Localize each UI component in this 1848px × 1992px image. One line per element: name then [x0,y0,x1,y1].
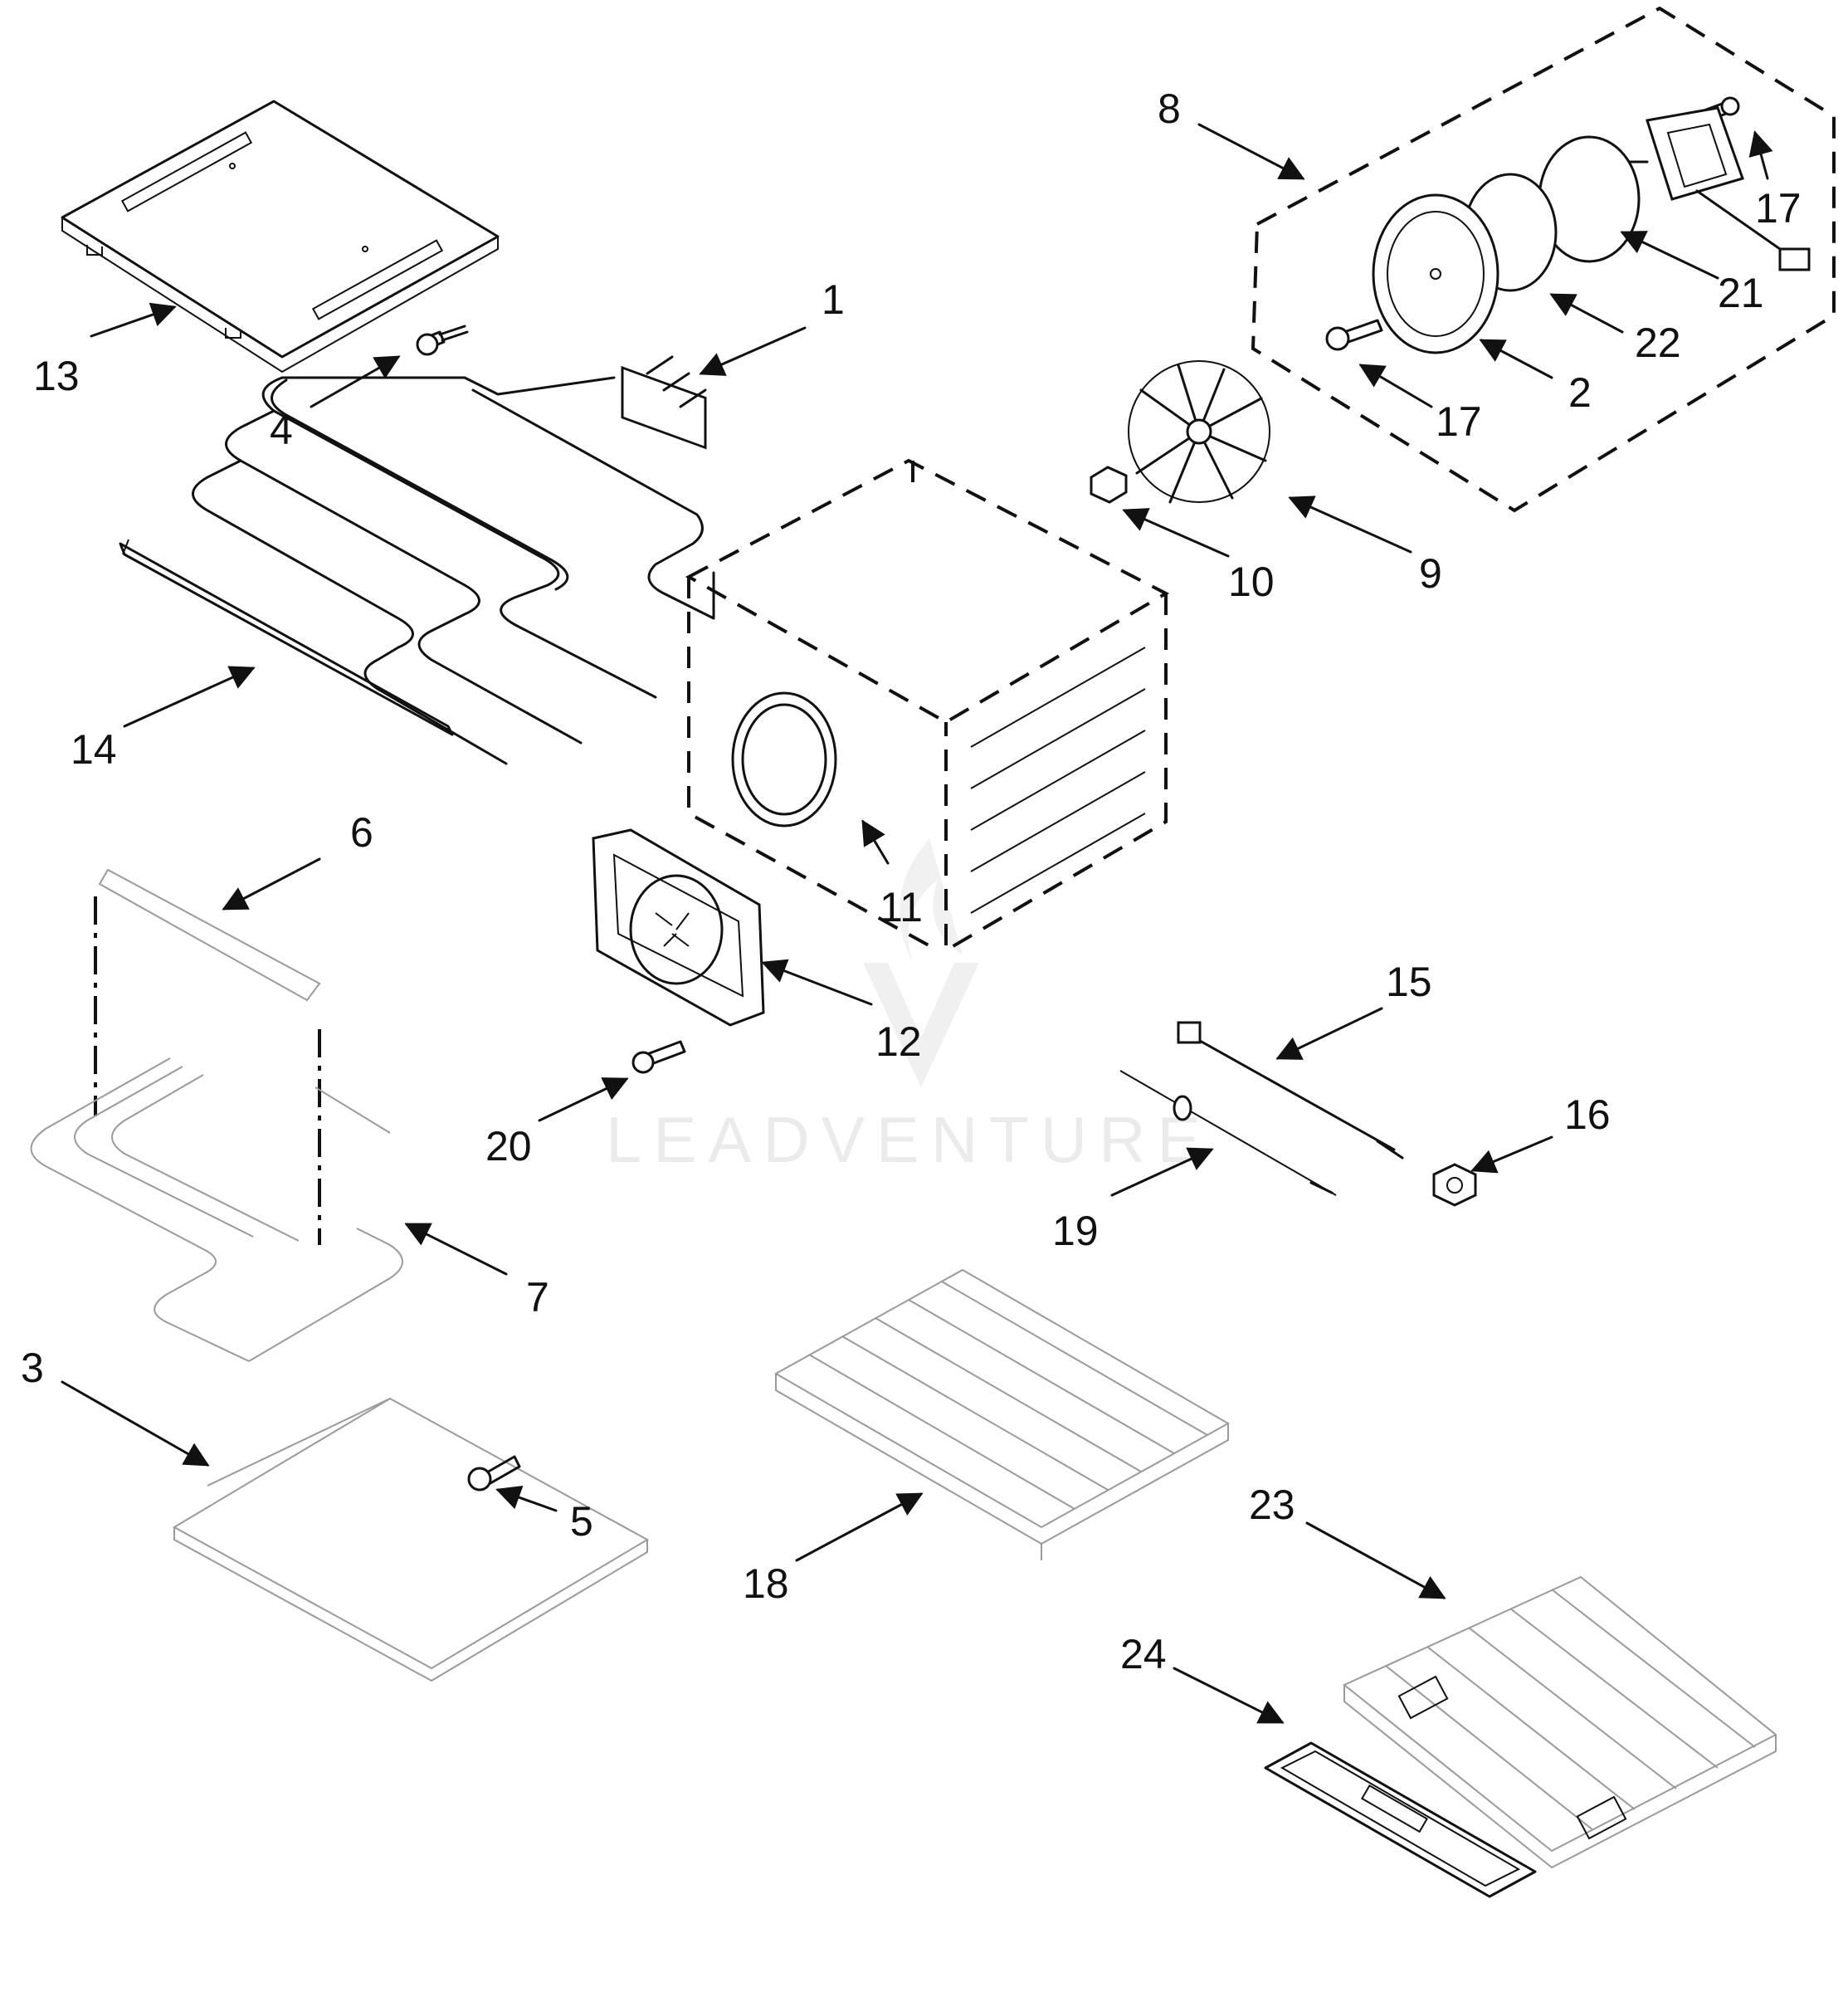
callout-18: 18 [743,1560,789,1607]
arrow-10 [1122,508,1230,558]
part-24-drip-tray[interactable] [1264,1741,1537,1898]
callout-labels: 1 2 3 4 5 6 7 8 9 10 11 12 13 14 15 16 1… [21,85,1802,1677]
arrow-20 [538,1077,629,1122]
callout-3: 3 [21,1345,44,1391]
callout-11: 11 [880,884,923,930]
arrow-24 [1173,1667,1285,1724]
arrow-17-lower [1358,364,1433,408]
callout-22: 22 [1635,320,1681,366]
callout-4: 4 [270,407,293,453]
arrow-16 [1470,1135,1553,1174]
part-5-screw[interactable] [467,1455,521,1492]
arrow-6 [222,857,321,911]
arrow-14 [123,666,256,728]
oven-cavity [685,458,1170,954]
watermark-logo: LEADVENTURE [606,838,1212,1176]
callout-5: 5 [570,1498,593,1545]
callout-17-upper: 17 [1755,185,1802,232]
arrow-3 [61,1380,210,1467]
arrow-15 [1275,1007,1383,1060]
watermark-text: LEADVENTURE [606,1103,1212,1176]
arrow-7 [404,1223,508,1276]
arrow-5 [495,1485,558,1512]
callout-20: 20 [485,1123,532,1169]
callout-2: 2 [1568,369,1592,416]
part-11-fan-ring[interactable] [731,691,837,828]
callout-8: 8 [1158,85,1181,132]
part-3-bottom-panel[interactable] [172,1397,650,1682]
callout-10: 10 [1228,559,1275,605]
arrow-9 [1288,496,1412,554]
part-18-oven-rack[interactable] [773,1268,1231,1560]
part-17-screw-lower[interactable] [1325,319,1383,351]
arrow-19b [1110,1147,1214,1197]
arrow-23 [1305,1521,1446,1599]
callout-7: 7 [526,1274,549,1321]
callout-13: 13 [33,353,80,399]
leader-arrows [61,123,1773,1724]
arrow-8 [1197,123,1305,180]
arrow-4 [310,355,401,408]
callout-17-lower: 17 [1436,398,1482,445]
arrow-13 [90,302,177,338]
callout-9: 9 [1419,550,1442,597]
part-10-fan-nut[interactable] [1090,466,1128,504]
callout-16: 16 [1564,1091,1611,1138]
part-2-fan-shroud[interactable] [1372,193,1499,354]
part-8-fan-motor-assembly[interactable] [1251,6,1836,513]
callout-23: 23 [1249,1482,1295,1528]
callout-19: 19 [1052,1208,1099,1254]
part-9-fan-blade[interactable] [1128,360,1270,504]
arrow-11 [861,819,890,865]
arrow-1 [699,326,807,376]
callout-12: 12 [875,1018,922,1065]
part-7-bake-element[interactable] [30,1057,403,1362]
part-20-screw[interactable] [631,1040,686,1074]
part-19-meat-probe[interactable] [1119,1070,1337,1196]
part-13-top-panel[interactable] [61,100,500,374]
part-1-broil-element[interactable] [192,355,715,765]
part-15-temperature-sensor[interactable] [1177,1021,1404,1160]
arrow-17-upper [1748,130,1773,180]
callout-6: 6 [350,809,373,856]
arrow-2 [1479,339,1553,379]
part-16-nut[interactable] [1432,1163,1477,1207]
part-14-bracket[interactable] [119,539,454,736]
callout-24: 24 [1120,1631,1167,1677]
part-4-screw[interactable] [416,325,469,356]
arrow-21 [1620,231,1719,280]
arrow-22 [1549,293,1624,334]
arrow-18 [795,1492,924,1562]
part-6-rear-panel[interactable] [94,868,321,1245]
callout-21: 21 [1718,270,1764,316]
part-21-fan-motor[interactable] [1621,106,1811,271]
part-12-fan-cover[interactable] [592,828,765,1027]
part-23-oven-rack[interactable] [1343,1575,1777,1869]
callout-15: 15 [1386,959,1432,1005]
arrow-12 [761,959,873,1006]
callout-1: 1 [822,276,845,323]
callout-14: 14 [71,726,117,773]
